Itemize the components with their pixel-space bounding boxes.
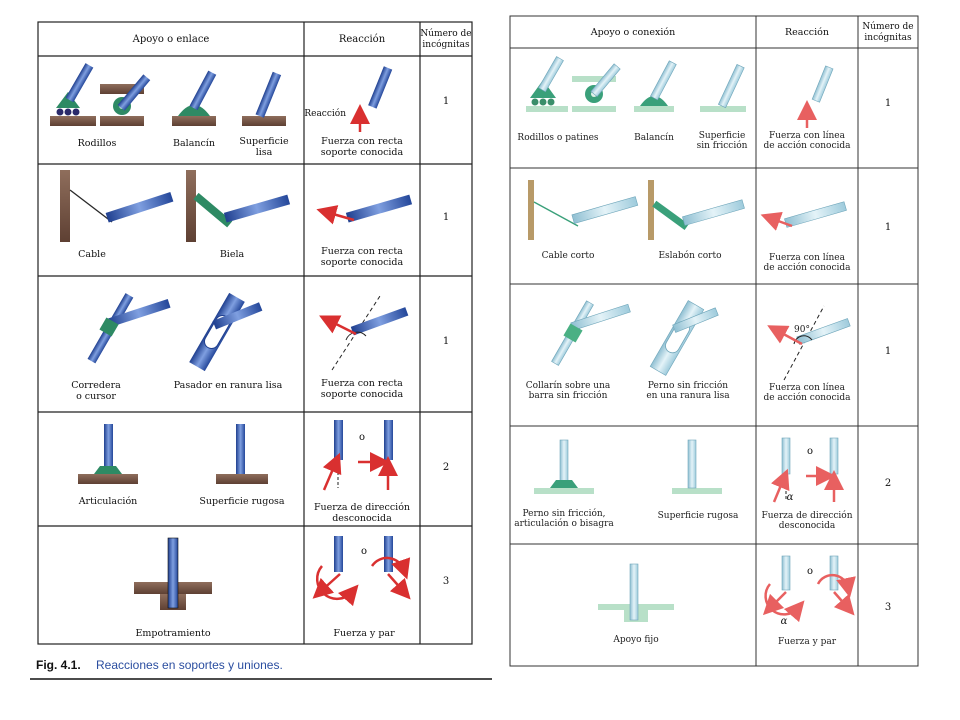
right-row4-reaction-drawing (770, 437, 844, 503)
right-row5-drawings (598, 563, 674, 622)
left-row3-label-cursor: o cursor (76, 391, 116, 402)
right-row2-label-link: Eslabón corto (658, 250, 721, 261)
left-row4-or-symbol: o (359, 432, 365, 443)
left-row1-label-smooth: lisa (256, 147, 273, 158)
left-row3-reaction-line2: soporte conocida (321, 389, 404, 400)
right-row1-label-rollers: Rodillos o patines (517, 133, 599, 143)
right-row2-reaction-line2: de acción conocida (763, 262, 851, 273)
left-row1-reaction-drawing (350, 66, 393, 132)
right-table-border (509, 15, 919, 667)
left-row4-reaction-line1: Fuerza de dirección (314, 502, 410, 513)
left-row1-label-rocker: Balancín (173, 138, 215, 149)
right-header-reaction: Reacción (785, 27, 829, 38)
left-row5-unknowns: 3 (443, 576, 449, 587)
right-row4-alpha: α (787, 492, 794, 503)
right-row4-or-symbol: o (807, 446, 813, 457)
right-row3-label-pin2: en una ranura lisa (646, 391, 730, 401)
right-header-unknowns-line2: incógnitas (864, 32, 912, 43)
left-row3-reaction-drawing (319, 295, 409, 371)
right-row5-label-fixed: Apoyo fijo (612, 635, 658, 645)
right-row5-alpha: α (781, 616, 788, 627)
right-header-support: Apoyo o conexión (590, 27, 676, 38)
left-row4-unknowns: 2 (443, 462, 449, 473)
right-table-svg: Apoyo o conexión Reacción Número de incó… (509, 15, 919, 667)
left-row2-reaction-line1: Fuerza con recta (321, 246, 403, 257)
left-row3-label-pin: Pasador en ranura lisa (174, 380, 283, 391)
left-row1-drawings (50, 63, 286, 126)
right-row1-label-frictionless: sin fricción (697, 140, 748, 151)
right-row5-reaction-drawing (762, 555, 856, 623)
left-row5-or-symbol: o (361, 546, 367, 557)
left-row5-drawings (134, 537, 212, 610)
right-row1-unknowns: 1 (885, 98, 891, 109)
right-row1-label-rocker: Balancín (634, 132, 674, 143)
left-row5-reaction-drawing (312, 536, 411, 607)
right-row5-unknowns: 3 (885, 602, 891, 613)
left-table-border (37, 21, 473, 645)
left-row1-label-surface: Superficie (239, 136, 289, 147)
left-row1-reaction-line1: Fuerza con recta (321, 136, 403, 147)
left-row3-drawings (87, 292, 263, 372)
right-figure-table: Apoyo o conexión Reacción Número de incó… (508, 14, 920, 668)
left-row1-reaction-word: Reacción (304, 108, 346, 119)
left-caption-text: Reacciones en soportes y uniones. (96, 658, 283, 672)
right-row4-drawings (534, 439, 722, 494)
left-row5-reaction-line1: Fuerza y par (333, 628, 395, 639)
right-row2-label-cable: Cable corto (542, 251, 595, 261)
right-header-unknowns-line1: Número de (862, 21, 913, 32)
left-row2-label-link: Biela (220, 249, 245, 260)
right-row3-unknowns: 1 (885, 346, 891, 357)
left-row1-label-rollers: Rodillos (78, 138, 117, 149)
left-row4-label-pin-joint: Articulación (78, 496, 138, 507)
right-row4-reaction-line2: desconocida (779, 521, 836, 531)
right-row4-label-pin1: Perno sin fricción, (522, 508, 605, 519)
left-row2-drawings (60, 170, 291, 242)
left-row5-label-fixed: Empotramiento (135, 628, 210, 639)
right-row3-angle-label: 90° (794, 325, 810, 335)
left-caption-number: Fig. 4.1. (36, 658, 81, 672)
right-row1-label-surface: Superficie (699, 131, 746, 141)
right-row4-label-pin2: articulación o bisagra (514, 518, 614, 529)
right-row1-drawings (526, 56, 746, 112)
right-row1-reaction-line1: Fuerza con línea (769, 130, 846, 141)
right-row2-unknowns: 1 (885, 222, 891, 233)
left-row3-reaction-line1: Fuerza con recta (321, 378, 403, 389)
right-row4-unknowns: 2 (885, 478, 891, 489)
right-row4-label-rough: Superficie rugosa (658, 511, 739, 521)
left-row1-reaction-line2: soporte conocida (321, 147, 404, 158)
right-row2-drawings (528, 180, 745, 240)
left-header-reaction: Reacción (339, 34, 386, 45)
right-row4-reaction-line1: Fuerza de dirección (761, 510, 852, 521)
left-row2-label-cable: Cable (78, 249, 106, 260)
right-row3-drawings (551, 300, 719, 376)
right-row3-reaction-line2: de acción conocida (763, 392, 851, 403)
right-row5-reaction-line1: Fuerza y par (778, 637, 837, 647)
right-row2-reaction-drawing (760, 201, 847, 231)
left-row3-label-slider: Corredera (71, 380, 121, 391)
right-row3-reaction-line1: Fuerza con línea (769, 382, 846, 393)
left-row4-label-rough: Superficie rugosa (199, 496, 285, 507)
right-row5-or-symbol: o (807, 566, 813, 577)
left-row2-reaction-line2: soporte conocida (321, 257, 404, 268)
right-row3-label-collar2: barra sin fricción (529, 390, 608, 401)
left-row3-unknowns: 1 (443, 336, 449, 347)
left-row2-unknowns: 1 (443, 212, 449, 223)
right-row1-reaction-drawing (797, 65, 834, 128)
left-row1-unknowns: 1 (443, 96, 449, 107)
left-row4-drawings (78, 424, 268, 484)
left-row4-reaction-drawing (322, 420, 398, 491)
right-row1-reaction-line2: de acción conocida (763, 140, 851, 151)
right-row2-reaction-line1: Fuerza con línea (769, 252, 846, 263)
right-row3-reaction-drawing (767, 305, 851, 381)
left-header-support: Apoyo o enlace (132, 34, 210, 45)
left-row4-reaction-line2: desconocida (332, 513, 392, 524)
right-row3-label-collar1: Collarín sobre una (526, 380, 611, 391)
right-row3-label-pin1: Perno sin fricción (648, 380, 728, 391)
left-row2-reaction-drawing (316, 194, 413, 225)
